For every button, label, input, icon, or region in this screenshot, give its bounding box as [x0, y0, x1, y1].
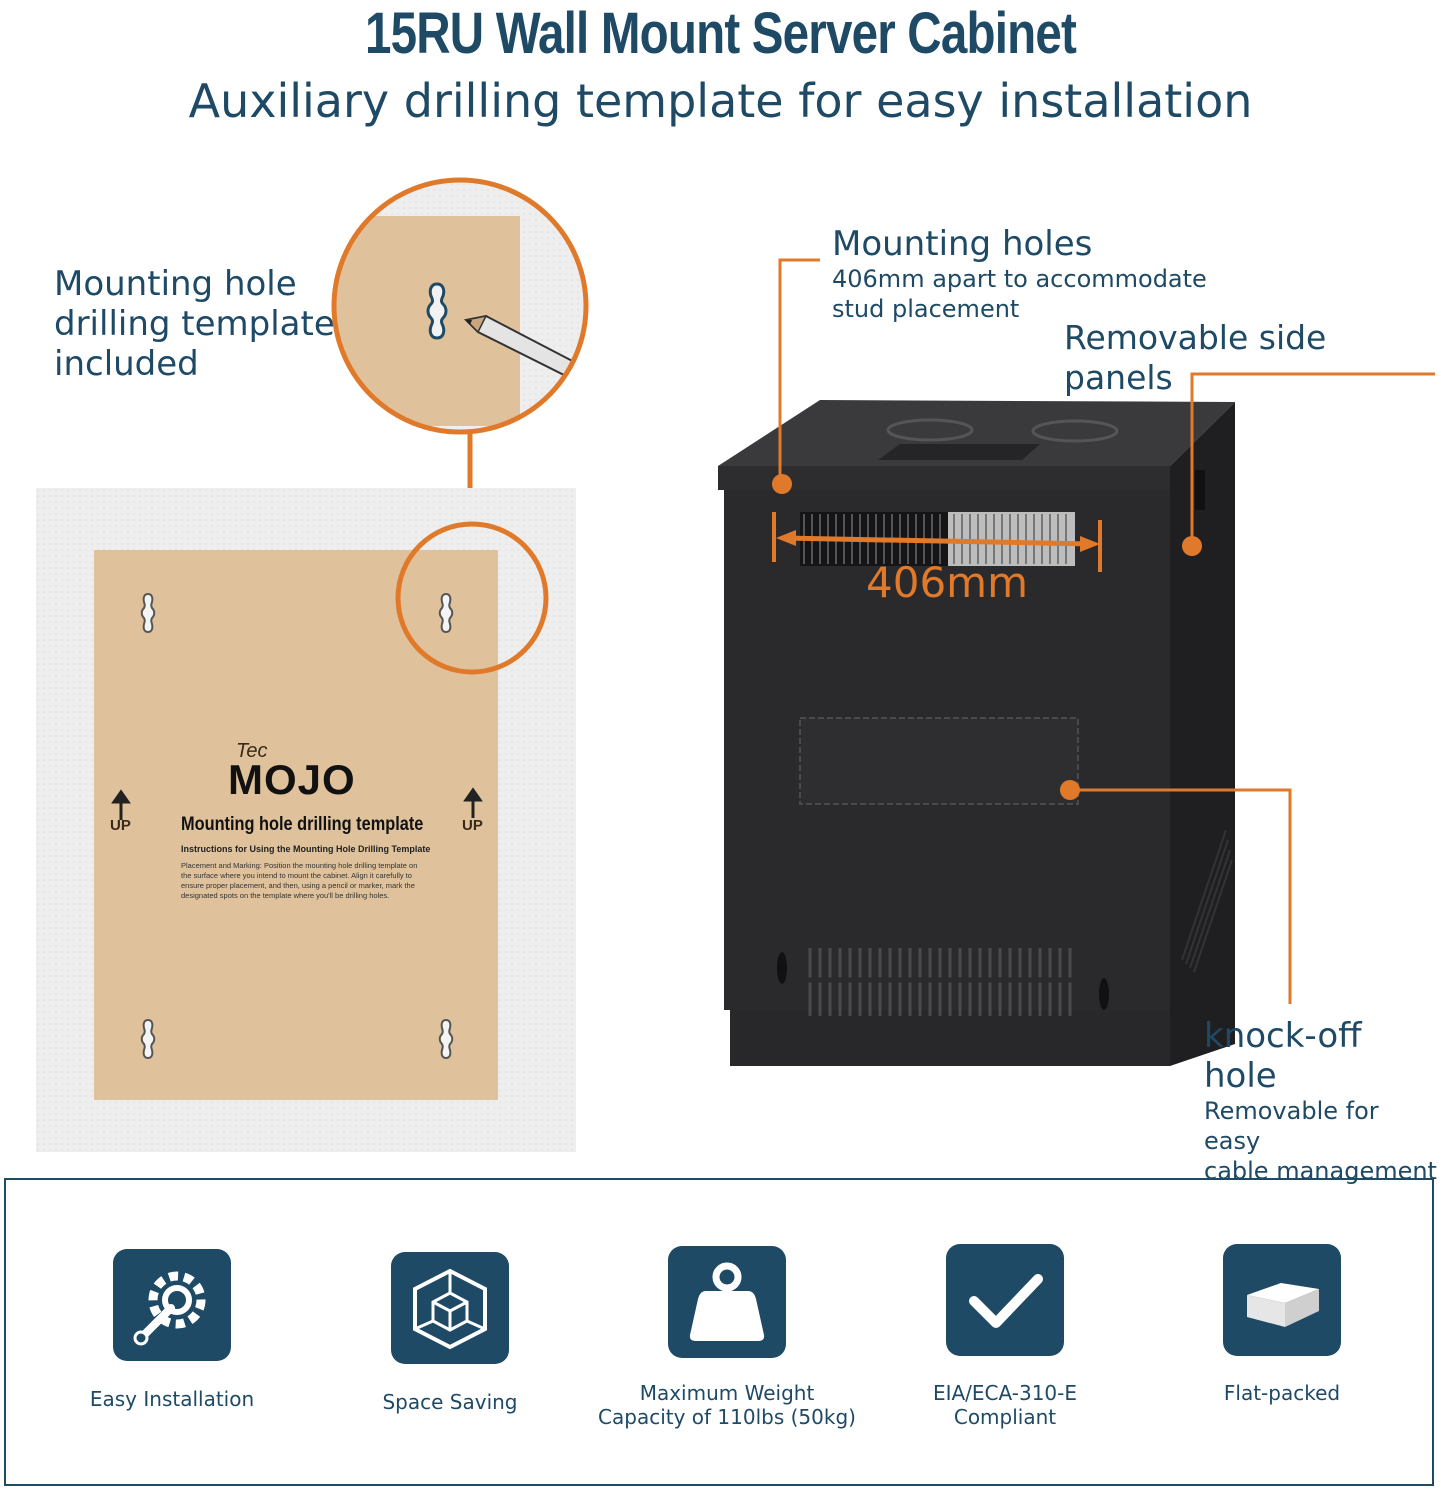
feature-flat-packed-tile [1223, 1244, 1341, 1356]
template-illustration [36, 177, 589, 1152]
gear-wrench-icon [133, 1271, 206, 1346]
zoom-circle-border [331, 177, 589, 435]
brand-small: Tec [236, 740, 268, 762]
feature-1-line-1: Easy Installation [89, 1387, 255, 1411]
flat-pack-box-icon [1247, 1283, 1319, 1327]
knockoff-desc-2: cable management [1204, 1157, 1437, 1185]
feature-3-line-2: Capacity of 110lbs (50kg) [598, 1405, 856, 1429]
feature-5-line-1: Flat-packed [1223, 1381, 1341, 1405]
up-label-left: UP [110, 817, 131, 834]
feature-4-line-1: EIA/ECA-310-E [932, 1381, 1078, 1405]
feature-2-line-1: Space Saving [382, 1390, 518, 1414]
template-highlight-circle [395, 521, 549, 675]
up-arrows [111, 787, 483, 820]
side-panels-annotation [1182, 372, 1435, 556]
page-title: 15RU Wall Mount Server Cabinet [365, 1, 1077, 66]
side-vents [1181, 829, 1233, 973]
feature-easy-installation-tile [113, 1249, 231, 1361]
instructions-line-3: ensure proper placement, and then, using… [181, 881, 415, 890]
template-heading: Mounting hole drilling template [181, 814, 424, 835]
up-label-right: UP [462, 817, 483, 834]
checkmark-icon [969, 1274, 1043, 1328]
mounting-holes-desc-2: stud placement [832, 295, 1020, 323]
feature-flat-packed-label: Flat-packed [1142, 1381, 1422, 1405]
feature-4-line-2: Compliant [953, 1405, 1057, 1429]
instructions-line-1: Placement and Marking: Position the moun… [181, 861, 418, 870]
template-callout-line-1: Mounting hole [54, 264, 297, 304]
features-panel [4, 1178, 1434, 1486]
mounting-holes-annotation [772, 258, 1102, 572]
mounting-holes-callout: Mounting holes 406mm apart to accommodat… [832, 224, 1207, 324]
side-panels-callout: Removable side panels [1064, 318, 1327, 397]
template-callout-line-3: included [54, 344, 199, 384]
knockoff-title: knock-off hole [1204, 1016, 1362, 1096]
dimension-label: 406mm [866, 558, 1028, 607]
template-keyholes [140, 592, 454, 1060]
template-callout-line-2: drilling template [54, 304, 335, 344]
feature-space-saving-tile [391, 1252, 509, 1364]
knockoff-plate [799, 717, 1079, 805]
page-subtitle: Auxiliary drilling template for easy ins… [188, 74, 1253, 128]
feature-max-weight-tile [668, 1246, 786, 1358]
brand-logo: MOJO [228, 756, 356, 803]
mounting-holes-title: Mounting holes [832, 224, 1093, 264]
cabinet-bottom-keyholes [777, 952, 1109, 1010]
cabinet-top [718, 400, 1235, 466]
weight-icon [689, 1262, 765, 1341]
zoom-circle-content [334, 180, 586, 432]
cabinet-illustration [718, 258, 1435, 1066]
instructions-line-4: designated spots on the template where y… [181, 891, 390, 900]
template-callout: Mounting hole drilling template included [54, 264, 335, 384]
knockoff-callout: knock-off hole Removable for easy cable … [1204, 1016, 1441, 1186]
feature-compliant-tile [946, 1244, 1064, 1356]
knockoff-annotation [1060, 780, 1292, 1004]
feature-space-saving-label: Space Saving [310, 1390, 590, 1414]
template-instructions-title: Instructions for Using the Mounting Hole… [181, 844, 431, 854]
drilling-template [94, 550, 498, 1100]
cube-icon [413, 1268, 487, 1350]
knockoff-desc-1: Removable for easy [1204, 1097, 1379, 1155]
mounting-holes-desc-1: 406mm apart to accommodate [832, 265, 1207, 293]
feature-compliant-label: EIA/ECA-310-E Compliant [865, 1381, 1145, 1429]
feature-easy-installation-label: Easy Installation [32, 1387, 312, 1411]
feature-max-weight-label: Maximum Weight Capacity of 110lbs (50kg) [587, 1381, 867, 1429]
template-instructions-body: Placement and Marking: Position the moun… [181, 861, 421, 901]
instructions-line-2: the surface where you intend to mount th… [181, 871, 412, 880]
feature-3-line-1: Maximum Weight [639, 1381, 815, 1405]
